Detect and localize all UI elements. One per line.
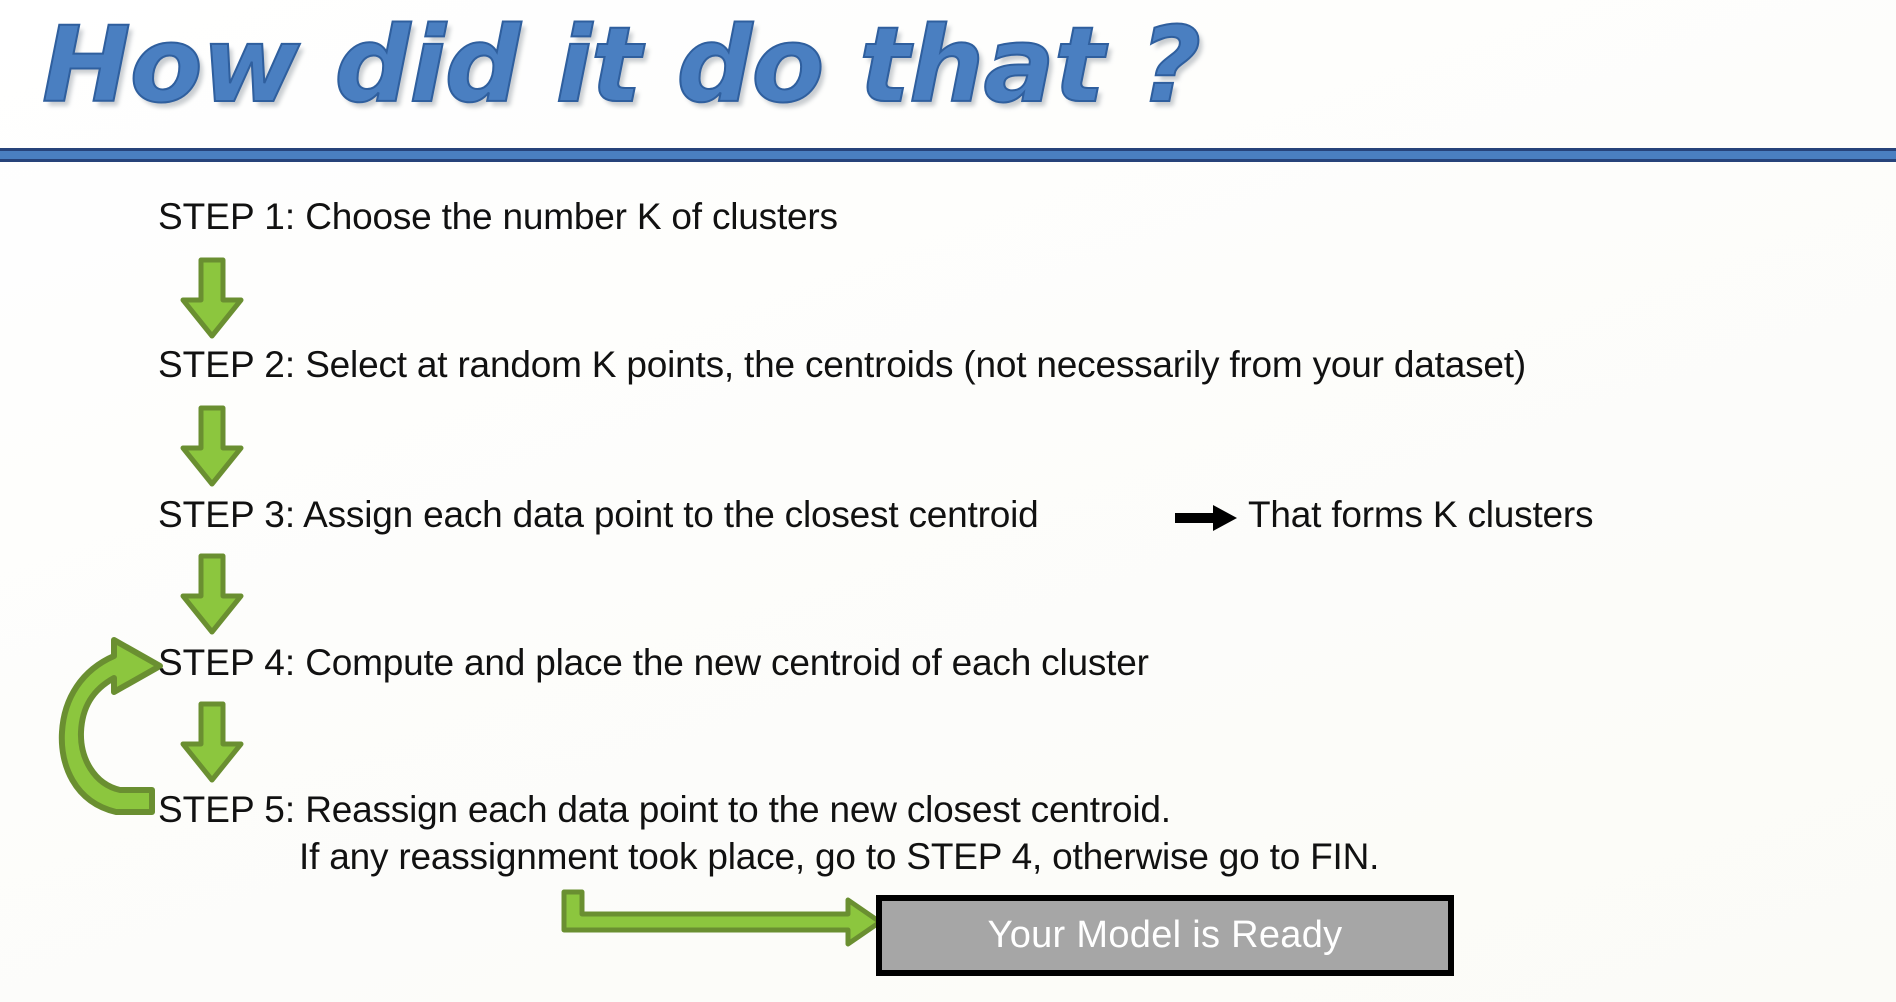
step-4-label: STEP 4: (158, 642, 296, 683)
result-box[interactable]: Your Model is Ready (876, 895, 1454, 976)
step-5-text: Reassign each data point to the new clos… (295, 789, 1171, 830)
step-3-line: STEP 3: Assign each data point to the cl… (158, 494, 1039, 536)
step-2-label: STEP 2: (158, 344, 296, 385)
down-arrow-icon (176, 404, 248, 488)
step-1-label: STEP 1: (158, 196, 296, 237)
result-box-label: Your Model is Ready (987, 914, 1343, 956)
title-area: How did it do that ? (0, 0, 1896, 150)
step-1-text: Choose the number K of clusters (295, 196, 838, 237)
step-3-tail-text: That forms K clusters (1248, 494, 1594, 535)
step-2-line: STEP 2: Select at random K points, the c… (158, 344, 1526, 386)
down-arrow-icon (176, 552, 248, 636)
step-3-text: Assign each data point to the closest ce… (295, 494, 1039, 535)
step-4-line: STEP 4: Compute and place the new centro… (158, 642, 1149, 684)
down-arrow-icon (176, 700, 248, 784)
down-arrow-icon (176, 256, 248, 340)
step-2-text: Select at random K points, the centroids… (295, 344, 1526, 385)
step-3-label: STEP 3: (158, 494, 296, 535)
step-5-label: STEP 5: (158, 789, 296, 830)
step-5-line-2: If any reassignment took place, go to ST… (299, 836, 1380, 877)
step-5-line: STEP 5: Reassign each data point to the … (158, 789, 1171, 831)
elbow-arrow-icon (556, 886, 886, 952)
loop-back-arrow-icon (56, 636, 186, 822)
title-divider (0, 148, 1896, 162)
step-1-line: STEP 1: Choose the number K of clusters (158, 196, 838, 238)
page-title: How did it do that ? (41, 3, 1202, 127)
right-arrow-icon (1175, 505, 1237, 531)
step-4-text: Compute and place the new centroid of ea… (295, 642, 1149, 683)
